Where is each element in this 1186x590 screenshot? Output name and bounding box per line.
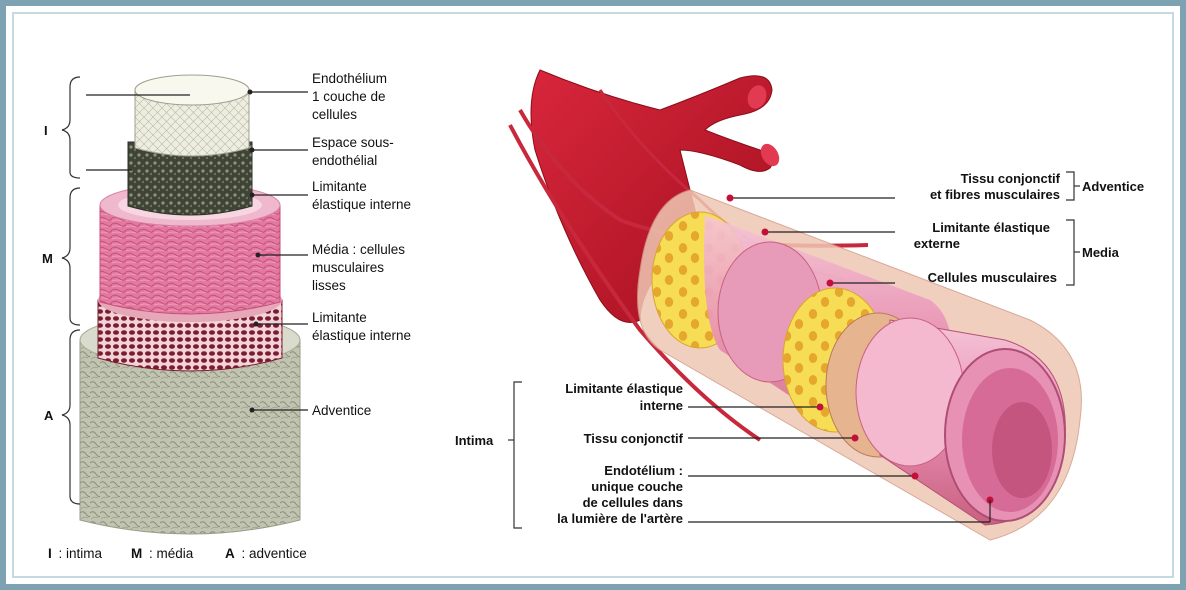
label-endotelium-2: unique couche xyxy=(591,479,683,494)
artery-illustration xyxy=(510,70,1081,540)
label-endothelium-2: 1 couche de xyxy=(312,89,386,104)
label-adventice: Adventice xyxy=(312,403,371,418)
label-tissu-fibres-1: Tissu conjonctif xyxy=(961,171,1061,186)
label-tissu-conjonctif: Tissu conjonctif xyxy=(584,431,684,446)
label-cellules-musculaires: Cellules musculaires xyxy=(928,270,1057,285)
label-limitante-lower-2: élastique interne xyxy=(312,328,411,343)
legend-m-key: M xyxy=(131,546,142,561)
svg-text:I : intima: I : intima xyxy=(48,546,103,561)
svg-text:M : média: M : média xyxy=(131,546,194,561)
group-intima: Intima xyxy=(455,433,494,448)
label-media-3: lisses xyxy=(312,278,346,293)
label-media-1: Média : cellules xyxy=(312,242,405,257)
legend-a-key: A xyxy=(225,546,235,561)
label-media-2: musculaires xyxy=(312,260,384,275)
label-endotelium-3: de cellules dans xyxy=(583,495,683,510)
left-legend: I : intima M : média A : adventice xyxy=(48,546,307,561)
label-limitante-upper-1: Limitante xyxy=(312,179,367,194)
label-tissu-fibres-2: et fibres musculaires xyxy=(930,187,1060,202)
group-letter-a: A xyxy=(44,408,54,423)
left-cylinder xyxy=(80,75,300,534)
group-media: Media xyxy=(1082,245,1120,260)
group-letter-m: M xyxy=(42,251,53,266)
legend-a-text: : adventice xyxy=(242,546,307,561)
legend-i-text: : intima xyxy=(59,546,103,561)
label-limitante-lower-1: Limitante xyxy=(312,310,367,325)
label-espace-2: endothélial xyxy=(312,153,377,168)
label-limitante-externe-2: externe xyxy=(914,236,960,251)
label-endotelium-4: la lumière de l'artère xyxy=(557,511,683,526)
legend-i-key: I xyxy=(48,546,52,561)
legend-m-text: : média xyxy=(149,546,194,561)
endothelium-layer xyxy=(135,75,249,156)
label-limitante-upper-2: élastique interne xyxy=(312,197,411,212)
label-espace-1: Espace sous- xyxy=(312,135,394,150)
label-limitante-interne-2: interne xyxy=(640,398,683,413)
label-limitante-externe-1: Limitante élastique xyxy=(932,220,1050,235)
group-letter-i: I xyxy=(44,123,48,138)
label-endothelium-3: cellules xyxy=(312,107,357,122)
label-limitante-interne-1: Limitante élastique xyxy=(565,381,683,396)
group-adventice: Adventice xyxy=(1082,179,1144,194)
svg-text:A : adventice: A : adventice xyxy=(225,546,307,561)
label-endothelium-1: Endothélium xyxy=(312,71,387,86)
label-endotelium-1: Endotélium : xyxy=(604,463,683,478)
